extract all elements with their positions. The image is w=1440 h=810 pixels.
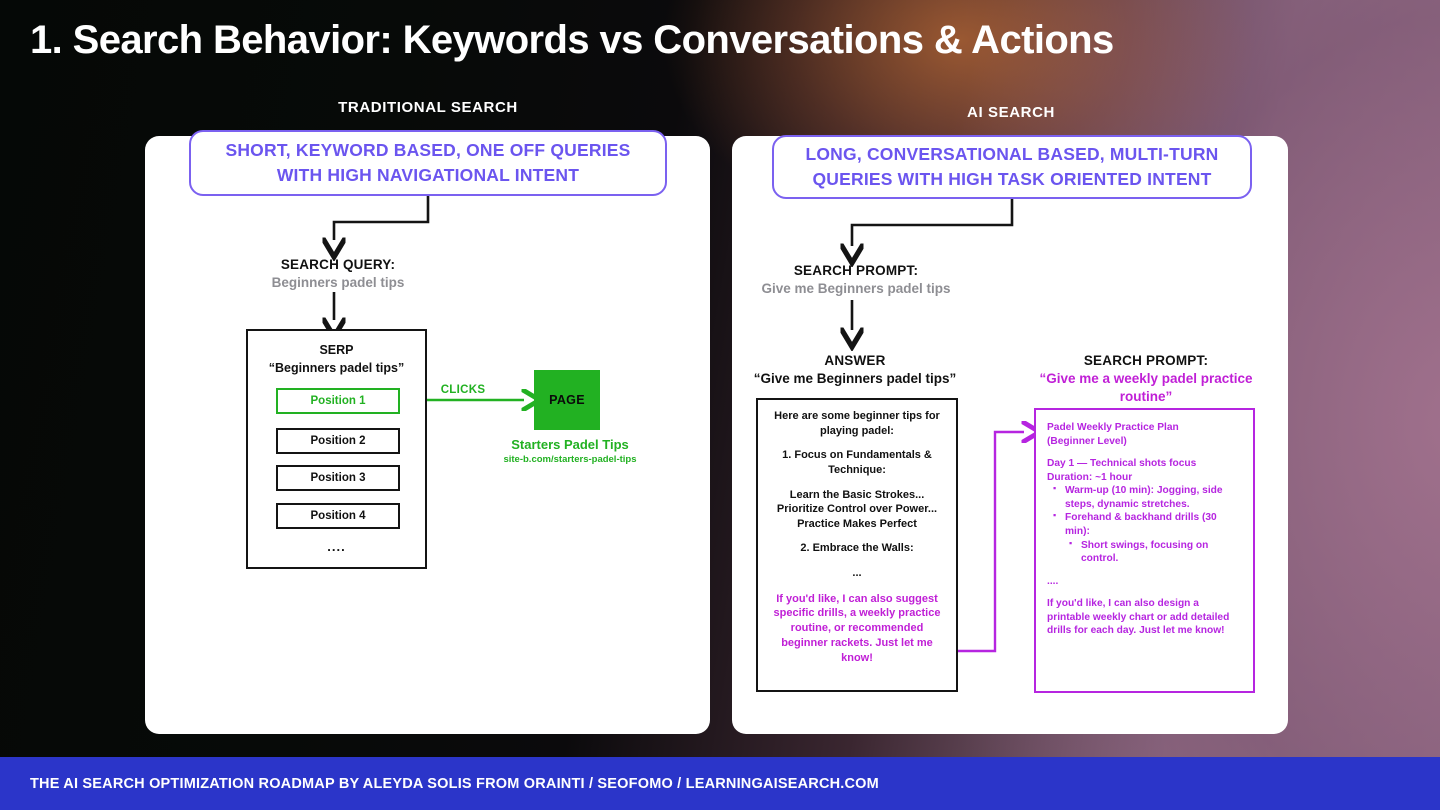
serp-ellipsis: .... xyxy=(327,539,346,554)
page-box: PAGE xyxy=(534,370,600,430)
search-prompt-title: SEARCH PROMPT: xyxy=(793,263,919,278)
ai-answer-box: Here are some beginner tips for playing … xyxy=(756,398,958,692)
answer-line-1: Here are some beginner tips for playing … xyxy=(774,410,940,437)
serp-title-line1: SERP xyxy=(319,343,354,357)
plan-title-line1: Padel Weekly Practice Plan xyxy=(1047,422,1179,433)
answer-label: ANSWER “Give me Beginners padel tips” xyxy=(748,352,962,388)
answer-line-4: 2. Embrace the Walls: xyxy=(800,542,914,555)
serp-position-1[interactable]: Position 1 xyxy=(276,388,400,414)
page-title-text: Starters Padel Tips xyxy=(511,437,629,452)
plan-bullet-list: Warm-up (10 min): Jogging, side steps, d… xyxy=(1047,483,1243,566)
plan-ellipsis: .... xyxy=(1047,575,1059,587)
search-prompt-value: Give me Beginners padel tips xyxy=(761,281,951,297)
answer-line-5: ... xyxy=(852,567,862,579)
footer-bar: THE AI SEARCH OPTIMIZATION ROADMAP BY AL… xyxy=(0,757,1440,810)
answer-line-3: Learn the Basic Strokes... Prioritize Co… xyxy=(776,488,938,530)
page-url-text: site-b.com/starters-padel-tips xyxy=(503,454,637,465)
clicks-label: CLICKS xyxy=(440,384,486,396)
column-caption-ai: AI SEARCH xyxy=(967,104,1055,121)
serp-position-4[interactable]: Position 4 xyxy=(276,503,400,529)
weekly-plan-box: Padel Weekly Practice Plan (Beginner Lev… xyxy=(1034,408,1255,693)
serp-title-line2: “Beginners padel tips” xyxy=(268,361,405,376)
column-caption-traditional: TRADITIONAL SEARCH xyxy=(338,99,518,116)
plan-bullet-2: Forehand & backhand drills (30 min): xyxy=(1053,510,1243,538)
plan-bullet-1: Warm-up (10 min): Jogging, side steps, d… xyxy=(1053,483,1243,511)
search-query-title: SEARCH QUERY: xyxy=(280,257,396,272)
answer-title: ANSWER xyxy=(824,353,886,368)
plan-title-line2: (Beginner Level) xyxy=(1047,435,1127,447)
search-prompt-label: SEARCH PROMPT: Give me Beginners padel t… xyxy=(756,262,956,298)
serp-box: SERP “Beginners padel tips” Position 1 P… xyxy=(246,329,427,569)
answer-query-text: “Give me Beginners padel tips” xyxy=(753,371,957,387)
plan-bullet-3: Short swings, focusing on control. xyxy=(1069,537,1243,566)
serp-position-2[interactable]: Position 2 xyxy=(276,428,400,454)
plan-day-line: Day 1 — Technical shots focus xyxy=(1047,458,1197,470)
footer-text: THE AI SEARCH OPTIMIZATION ROADMAP BY AL… xyxy=(30,775,879,792)
search-prompt-2-value: “Give me a weekly padel practice routine… xyxy=(1039,371,1253,404)
header-box-ai: LONG, CONVERSATIONAL BASED, MULTI-TURN Q… xyxy=(772,135,1252,199)
page-caption: Starters Padel Tips site-b.com/starters-… xyxy=(470,437,670,465)
plan-followup: If you'd like, I can also design a print… xyxy=(1047,598,1230,637)
search-query-label: SEARCH QUERY: Beginners padel tips xyxy=(238,256,438,292)
search-query-value: Beginners padel tips xyxy=(271,275,405,291)
serp-position-3[interactable]: Position 3 xyxy=(276,465,400,491)
serp-title: SERP “Beginners padel tips” xyxy=(248,341,425,377)
plan-duration-line: Duration: ~1 hour xyxy=(1047,471,1133,483)
panel-traditional-search xyxy=(145,136,710,734)
page-title: 1. Search Behavior: Keywords vs Conversa… xyxy=(30,18,1114,62)
answer-followup: If you'd like, I can also suggest specif… xyxy=(773,592,941,664)
answer-line-2: 1. Focus on Fundamentals & Technique: xyxy=(782,449,932,476)
search-prompt-2-title: SEARCH PROMPT: xyxy=(1083,353,1209,368)
search-prompt-2-label: SEARCH PROMPT: “Give me a weekly padel p… xyxy=(1030,352,1262,405)
header-box-traditional: SHORT, KEYWORD BASED, ONE OFF QUERIES WI… xyxy=(189,130,667,196)
